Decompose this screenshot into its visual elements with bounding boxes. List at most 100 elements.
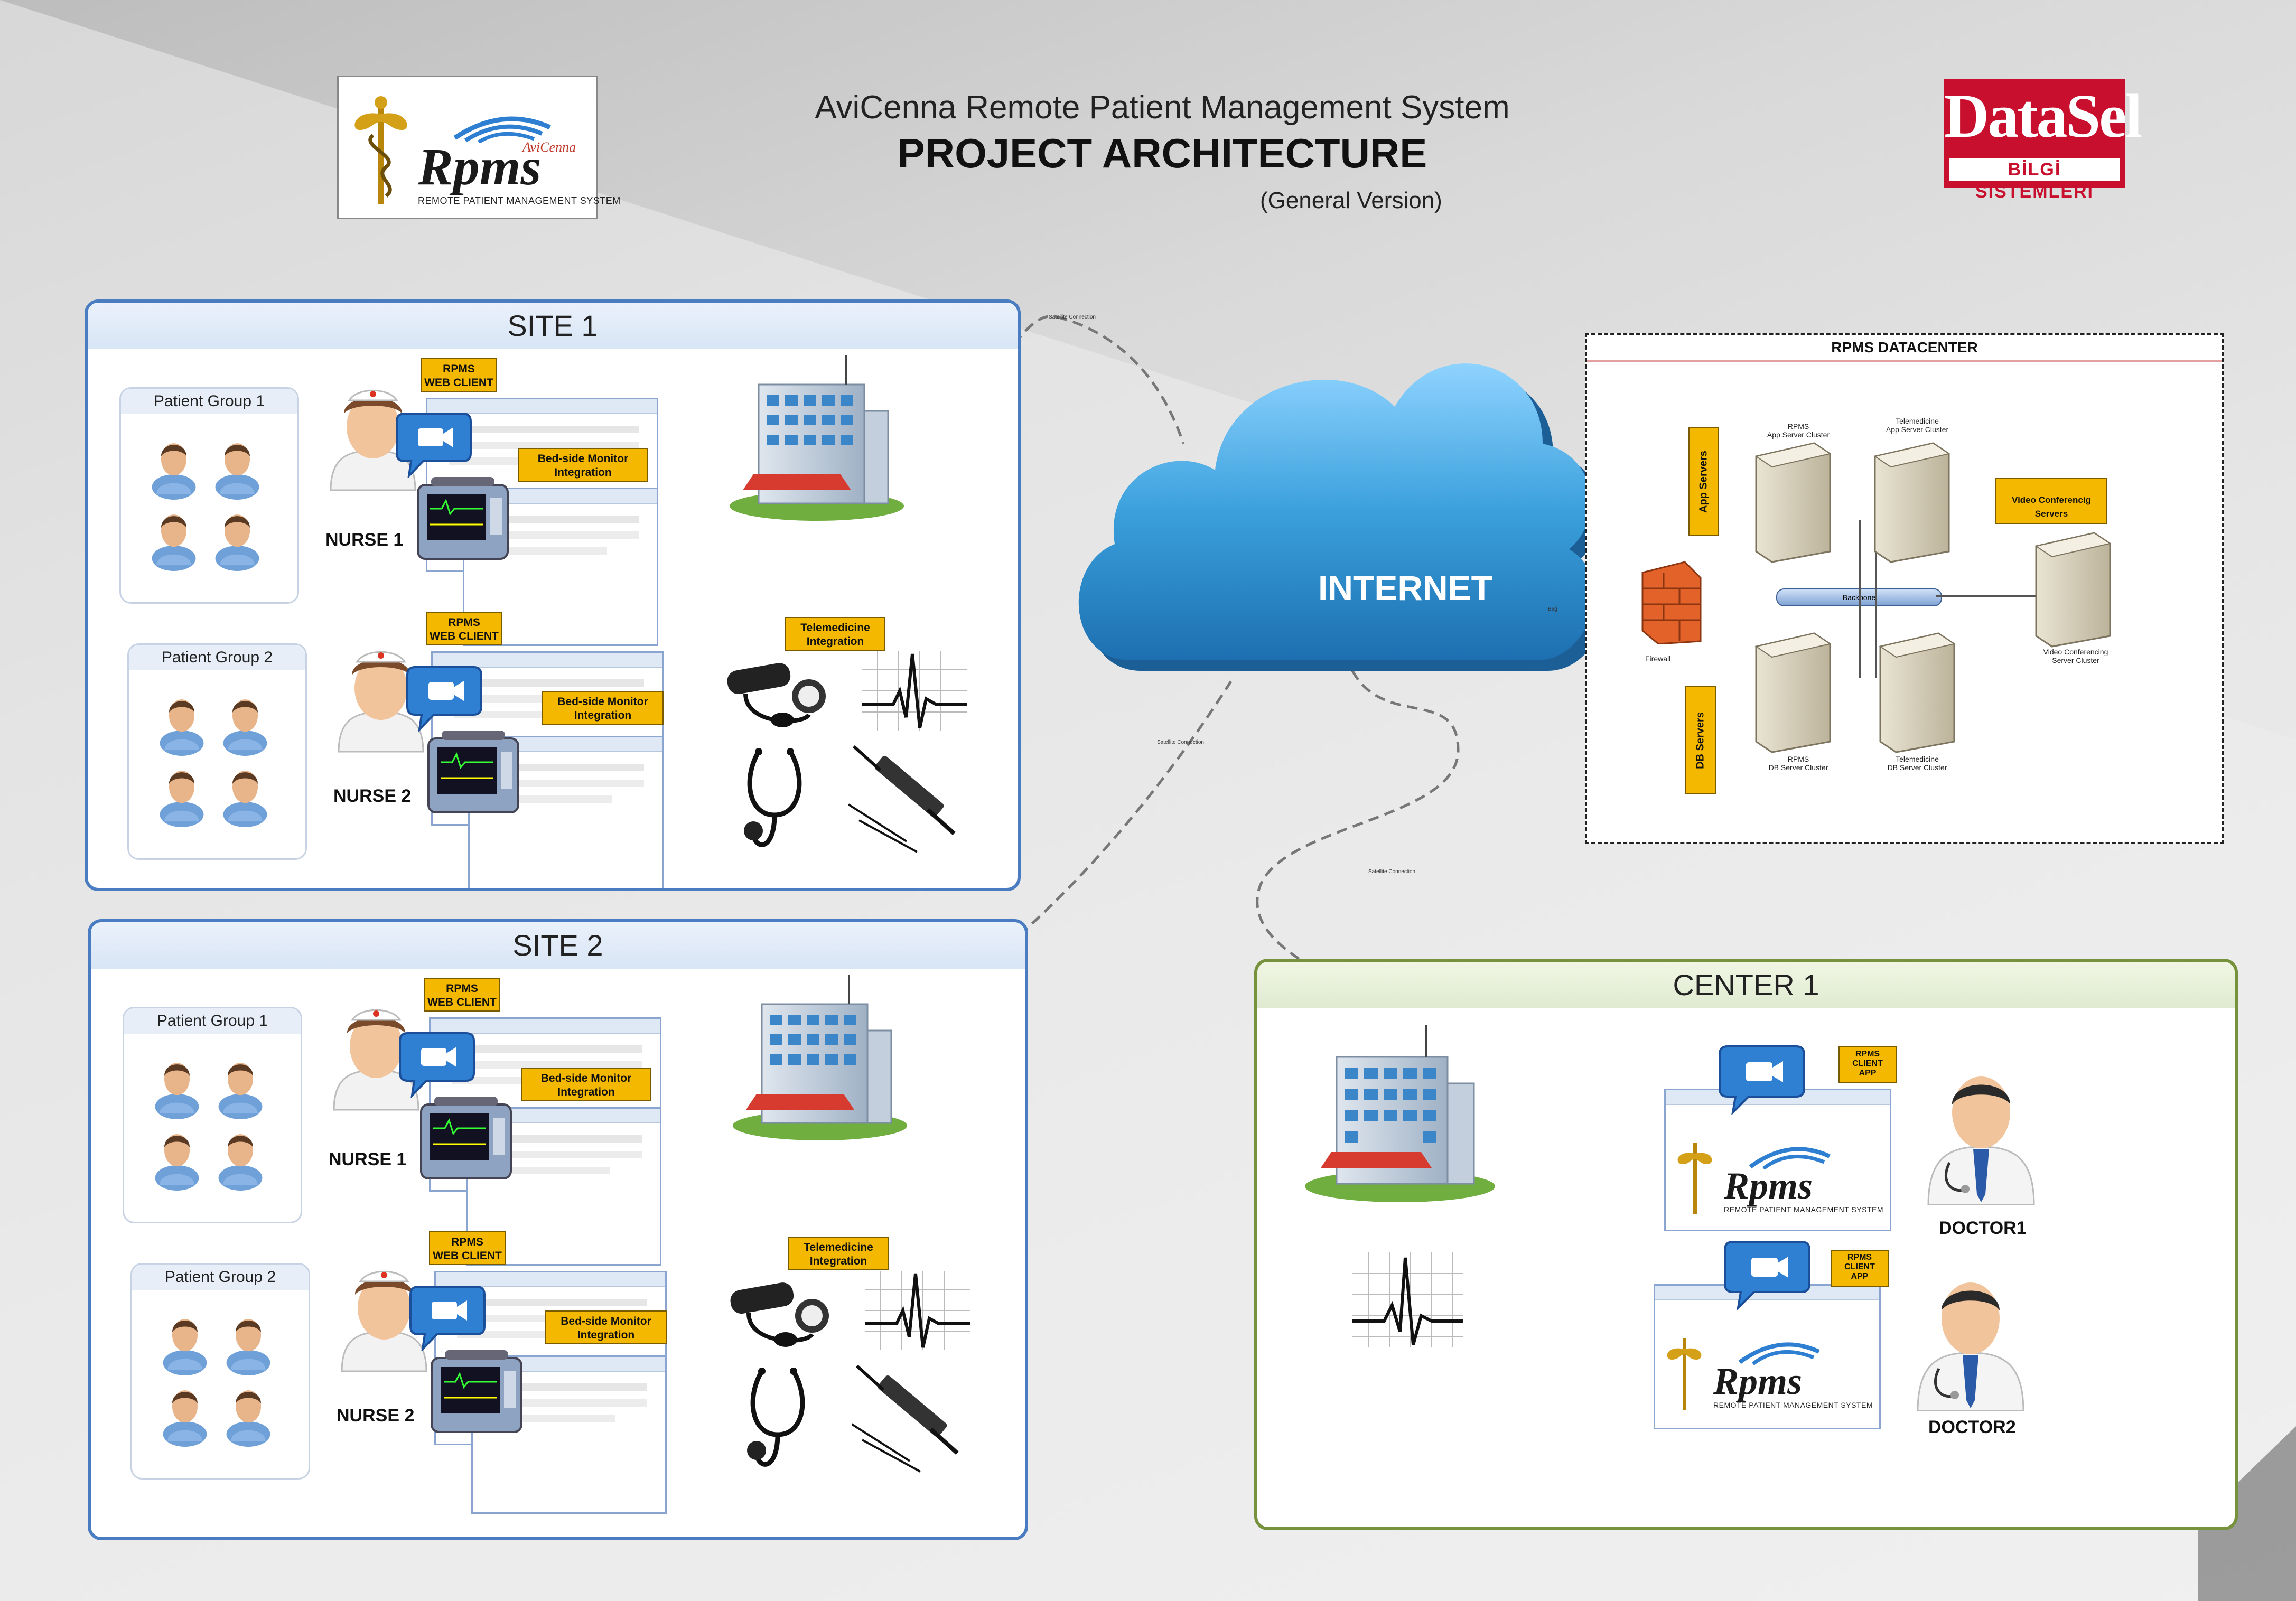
firewall-label: Firewall [1645,654,1671,663]
datasel-logo: DataSel BİLGİ SİSTEMLERİ [1944,79,2142,202]
patient-group-title: Patient Group 1 [124,1008,301,1034]
stethoscope-icon [747,1368,805,1467]
patient-icon [152,514,196,571]
satellite-label-2: Satellite Connection [1157,739,1204,745]
nurse-icon [330,389,416,491]
signal-waves-icon [1738,1342,1820,1365]
logo-tagline: REMOTE PATIENT MANAGEMENT SYSTEM [418,195,621,206]
logo-brand: Rpms [418,137,542,196]
doctor1-client-window[interactable]: Rpms REMOTE PATIENT MANAGEMENT SYSTEM [1664,1089,1891,1231]
form-field [452,1045,642,1053]
video-chat-icon [409,1286,486,1351]
client-brand: Rpms [1724,1165,1813,1207]
server-icon [1873,442,1950,563]
center-1-panel: CENTER 1 Rpms REMOTE PATIENT MANAGEMENT … [1254,959,2238,1530]
site-title: SITE 2 [91,922,1025,969]
patient-icon [218,1134,263,1191]
internet-label: INTERNET [1318,568,1492,607]
patient-icon [163,1319,207,1375]
form-field [486,531,639,539]
patient-icon [155,1063,199,1119]
backbone-riser-1 [1859,520,1861,678]
form-field [457,1299,647,1306]
form-field [489,1135,642,1143]
doctor2-label: DOCTOR2 [1928,1417,2016,1437]
site-title: SITE 1 [88,303,1018,349]
datacenter-title: RPMS DATACENTER [1587,335,2222,362]
patient-icon [223,771,267,827]
patient-group-title: Patient Group 2 [132,1265,309,1290]
patient-icon [215,514,259,571]
form-field [489,1167,610,1174]
ecg-icon [865,1271,970,1350]
satellite-label-3: Satellite Connection [1368,869,1415,875]
patient-icon [163,1390,207,1447]
center-title: CENTER 1 [1257,962,2235,1008]
video-servers-tag: Video Conferencig Servers [1995,478,2107,524]
doctor1-label: DOCTOR1 [1939,1218,2027,1238]
syringe-icon [852,1364,959,1473]
patient-group-1: Patient Group 1 [119,387,299,604]
bedside-monitor-icon [427,731,519,813]
app-servers-tag: App Servers [1688,427,1719,536]
satellite-link-site2 [1019,680,1233,936]
patient-icon [152,443,196,500]
syringe-icon [848,745,956,853]
patient-icon [155,1134,199,1191]
server-icon [1879,632,1956,753]
form-field [454,679,644,687]
blood-pressure-icon [727,663,826,727]
form-field [486,516,639,523]
form-field [491,764,644,771]
site-1-panel: SITE 1 Patient Group 1 Patient Group 2 NURS… [85,299,1021,891]
db-servers-tag: DB Servers [1685,686,1716,794]
browser-toolbar [427,399,657,414]
hospital-building-icon [730,355,904,521]
company-subtitle: BİLGİ SİSTEMLERİ [1949,158,2120,202]
nurse2-label: NURSE 2 [337,1406,415,1426]
patient-group-2: Patient Group 2 [127,643,307,860]
browser-toolbar [431,1019,660,1034]
nurse2-label: NURSE 2 [333,786,412,806]
nurse1-label: NURSE 1 [329,1149,407,1169]
bedside-monitor-icon [431,1350,522,1433]
patient-icon [218,1063,263,1119]
form-field [491,795,612,803]
patient-group-1: Patient Group 1 [123,1007,302,1223]
datacenter-panel: RPMS DATACENTER App Servers DB Servers V… [1585,333,2224,844]
patient-icon [223,699,267,756]
form-field [494,1415,615,1422]
nurse1-label: NURSE 1 [325,530,404,550]
patient-icon [215,443,259,500]
doctor2-client-window[interactable]: Rpms REMOTE PATIENT MANAGEMENT SYSTEM [1654,1284,1881,1429]
form-field [486,547,607,555]
patient-icon [226,1319,270,1375]
page-title: AviCenna Remote Patient Management Syste… [815,89,1510,126]
server-icon [1754,632,1832,753]
browser-toolbar [433,653,662,668]
browser-toolbar [436,1272,665,1287]
caduceus-icon [354,96,407,204]
form-field [494,1383,647,1391]
doctor1-avatar [1927,1076,2035,1205]
server-icon [1754,442,1832,563]
backbone-riser-2 [1875,520,1877,678]
signal-waves-icon [1749,1147,1831,1169]
patient-group-title: Patient Group 1 [121,389,297,414]
client-tagline: REMOTE PATIENT MANAGEMENT SYSTEM [1724,1205,1883,1214]
server-icon [2034,532,2112,648]
satellite-label-1: Satellite Connection [1049,314,1096,320]
patient-icon [160,771,204,827]
